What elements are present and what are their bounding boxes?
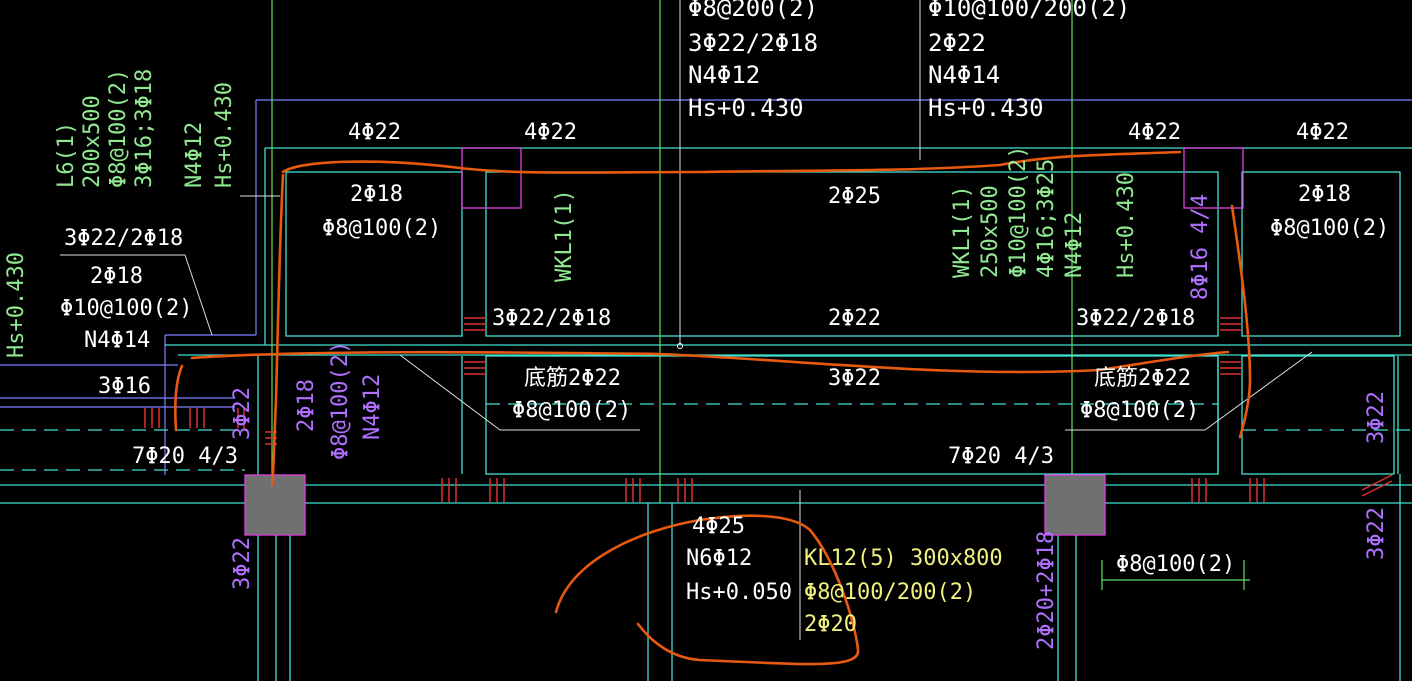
cell-a-stirrup: Φ8@100(2) [322,216,442,241]
cell-c-stirrup: Φ8@100(2) [1270,216,1390,241]
left-hs-label: Hs+0.430 [4,252,29,358]
wkl-size: 250x500 [978,185,1003,278]
mid-bars-center: 2Φ22 [828,306,881,331]
top-right-n4: N4Φ14 [928,61,1001,89]
purple-3022-right-bottom: 3Φ22 [1364,507,1389,560]
left-3016: 3Φ16 [98,374,151,399]
right-vertical-bars: 8Φ16 4/4 [1188,194,1213,300]
bottom-mid-bars: 3Φ22 [828,366,881,391]
top-left-stirrup: Φ8@200(2) [688,0,819,22]
wkl-stirrup: Φ10@100(2) [1006,145,1031,278]
l6-beam-hs: Hs+0.430 [212,82,237,188]
wkl-bars: 4Φ16;3Φ25 [1034,158,1059,278]
bottom-b-stirrup: Φ8@100(2) [1080,398,1200,423]
kl-beam-name: KL12(5) 300x800 [804,546,1003,571]
column-hollow [461,147,1244,209]
top-left-n4: N4Φ12 [688,61,761,89]
row-label-right: 7Φ20 4/3 [948,444,1054,469]
hand-markup [173,150,1252,666]
purple-3022-right-top: 3Φ22 [1364,391,1389,444]
column-left [244,474,306,536]
wkl-small-label: WKL1(1) [552,189,577,282]
wkl-n4: N4Φ12 [1062,211,1087,278]
kl-left-hs: Hs+0.050 [686,580,792,605]
leader-lines [271,0,1250,590]
cell-a-bars: 2Φ18 [350,182,403,207]
l6-beam-name: L6(1) [54,121,79,188]
left-bars: 2Φ18 [90,264,143,289]
rebar-ticks [144,317,1393,502]
l6-beam-bars: 3Φ16;3Φ18 [132,68,157,188]
top-right-bars: 2Φ22 [928,29,986,57]
kl-beam-stirrup: Φ8@100/200(2) [804,580,977,605]
kl-left-bars: 4Φ25 [692,514,745,539]
bottom-a-bars: 底筋2Φ22 [524,366,621,391]
top-left-hs: Hs+0.430 [688,94,804,122]
purple-3022-b: 3Φ22 [230,537,255,590]
beam-top-label-c: 4Φ22 [1128,120,1181,145]
bottom-b-bars: 底筋2Φ22 [1094,366,1191,391]
frame-lines [0,99,1412,475]
wkl-name: WKL1(1) [950,185,975,278]
insertion-point-marker [677,343,683,349]
kl-left-n6: N6Φ12 [686,546,753,571]
dimension-stirrup: Φ8@100(2) [1116,552,1236,577]
left-top-bars: 3Φ22/2Φ18 [64,226,184,251]
beam-top-label-b: 4Φ22 [524,120,577,145]
kl-beam-bars: 2Φ20 [804,612,857,637]
left-n4: N4Φ14 [84,328,151,353]
mid-top-bars: 2Φ25 [828,184,881,209]
top-left-bars: 3Φ22/2Φ18 [688,29,819,57]
purple-n4: N4Φ12 [360,373,385,440]
mid-bars-left: 3Φ22/2Φ18 [492,306,612,331]
beam-top-label-a: 4Φ22 [348,120,401,145]
purple-stirrup: Φ8@100(2) [328,340,353,460]
l6-beam-size: 200x500 [80,95,105,188]
top-right-stirrup: Φ10@100/200(2) [928,0,1131,22]
cell-c-bars: 2Φ18 [1298,182,1351,207]
l6-beam-stirrup: Φ8@100(2) [106,68,131,188]
row-label-left: 7Φ20 4/3 [132,444,238,469]
bottom-a-stirrup: Φ8@100(2) [512,398,632,423]
dashed-lines [0,403,1412,471]
purple-2018: 2Φ18 [294,379,319,432]
purple-3022-a: 3Φ22 [230,387,255,440]
top-right-hs: Hs+0.430 [928,94,1044,122]
beam-top-label-d: 4Φ22 [1296,120,1349,145]
column-right [1044,474,1106,536]
l6-beam-n4: N4Φ12 [182,121,207,188]
wkl-hs: Hs+0.430 [1114,172,1139,278]
mid-bars-right: 3Φ22/2Φ18 [1076,306,1196,331]
purple-2020: 2Φ20+2Φ18 [1034,530,1059,650]
left-stirrup: Φ10@100(2) [60,296,193,321]
